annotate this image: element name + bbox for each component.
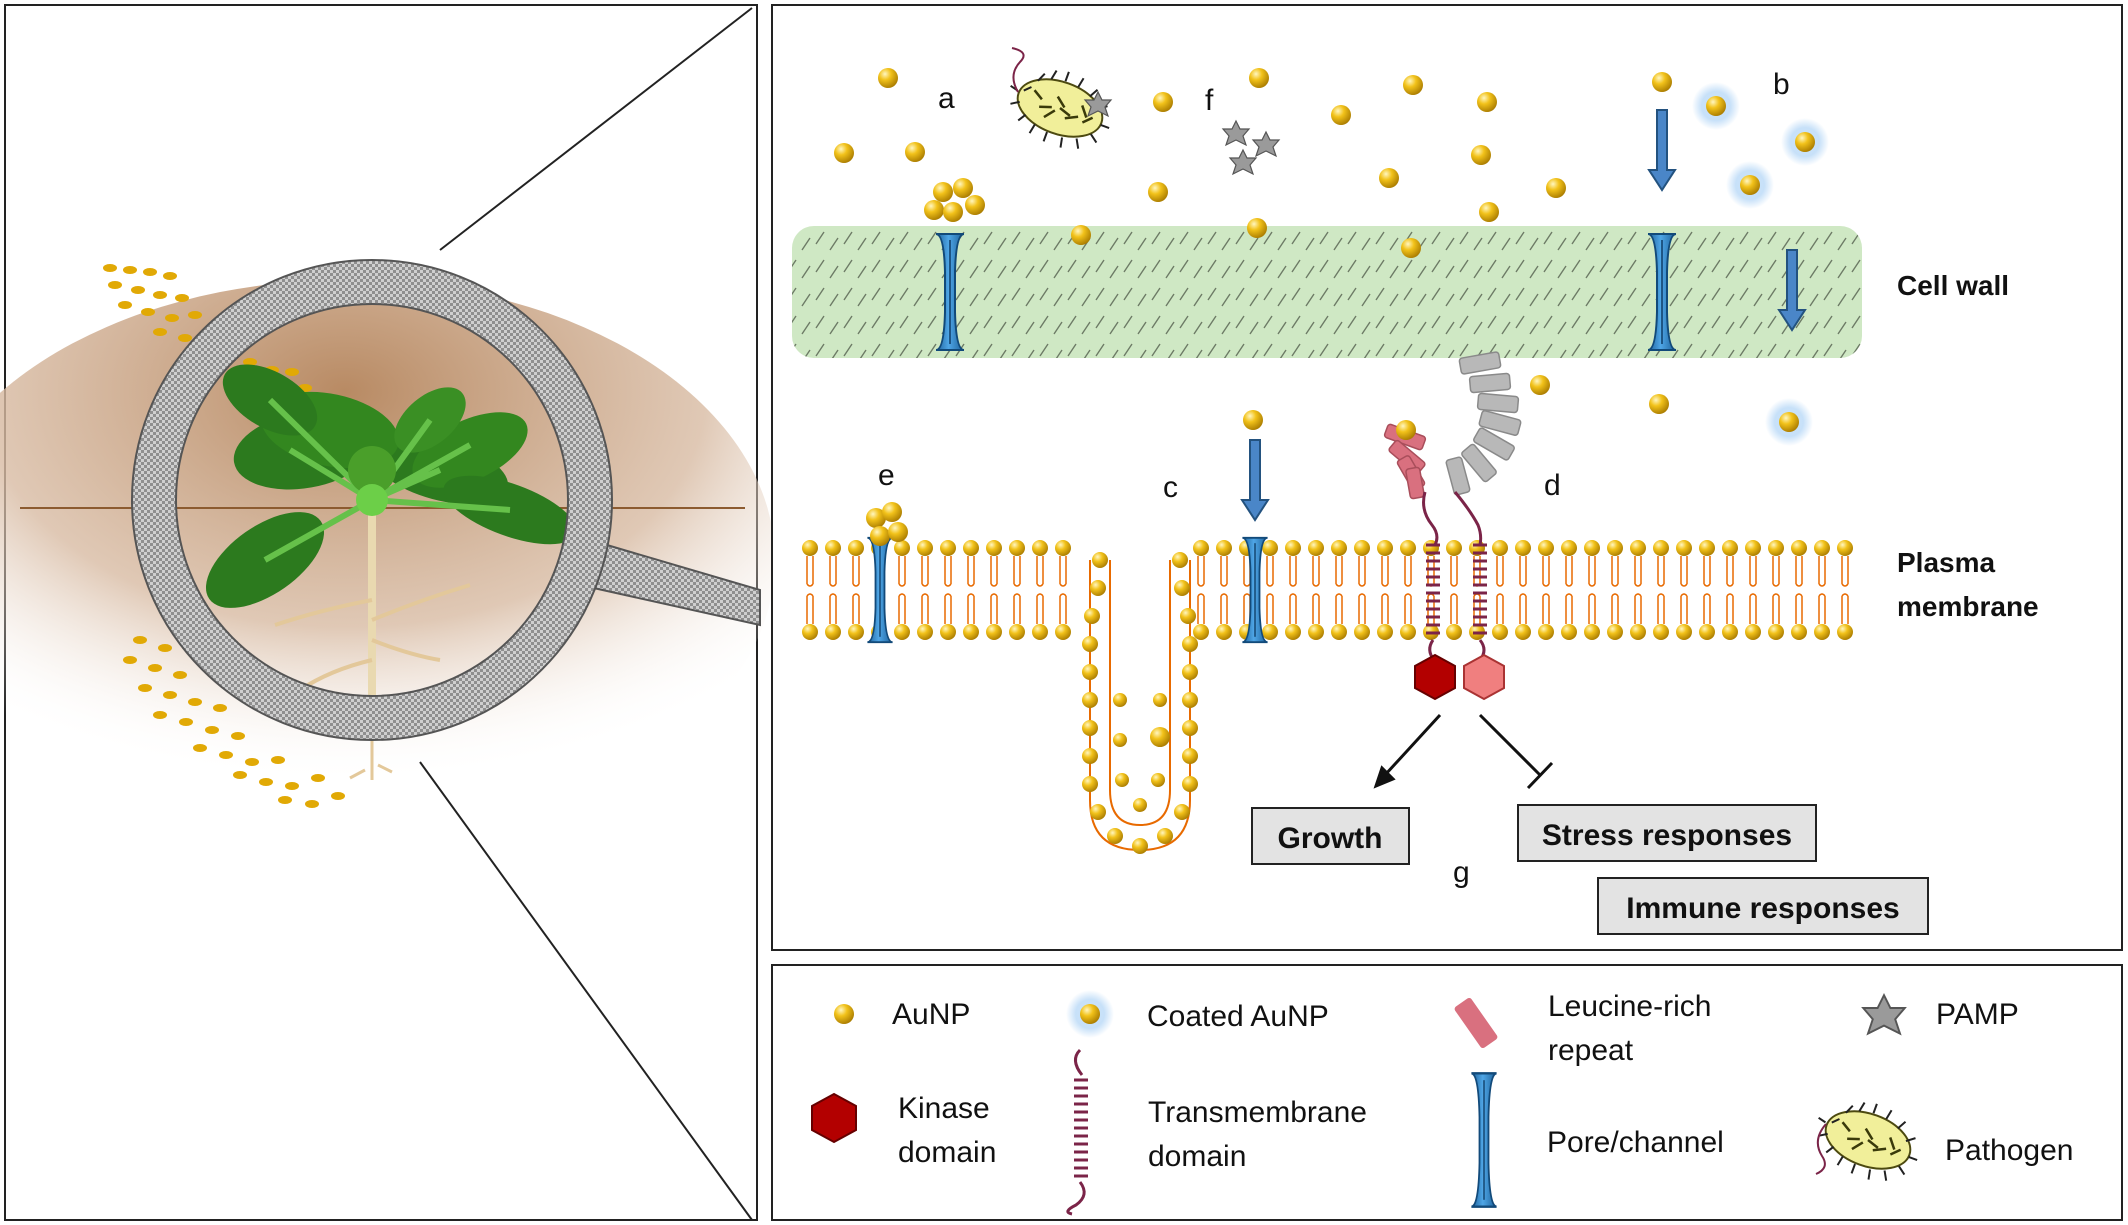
uptake-arrows (1240, 109, 1807, 522)
plasma-membrane-label-2: membrane (1897, 591, 2039, 622)
legend-lrr-icon (1454, 997, 1498, 1049)
receptor-complex (1383, 351, 1522, 701)
immune-label: Immune responses (1626, 892, 1899, 925)
immune-box: Immune responses (1597, 877, 1929, 935)
label-c: c (1163, 471, 1178, 504)
legend-tm-2: domain (1148, 1140, 1246, 1173)
endocytic-vesicle (1082, 552, 1198, 854)
label-a: a (938, 82, 955, 115)
growth-box: Growth (1251, 807, 1410, 865)
label-d: d (1544, 469, 1561, 502)
arabidopsis-plant (205, 364, 577, 780)
stress-box: Stress responses (1517, 804, 1817, 862)
cell-wall-band (792, 226, 1862, 358)
label-e: e (878, 459, 895, 492)
legend-lrr-1: Leucine-rich (1548, 990, 1711, 1023)
signal-arrows (1373, 713, 1554, 790)
magnifier-ring (131, 259, 613, 741)
stress-label: Stress responses (1542, 819, 1792, 852)
label-f: f (1205, 84, 1214, 117)
pathogen-bacterium (995, 47, 1124, 163)
zoom-line-bottom (419, 761, 753, 1221)
plant-panel (0, 4, 775, 1221)
plasma-membrane-label-1: Plasma (1897, 547, 1995, 578)
legend-transmembrane-icon (1066, 1048, 1088, 1216)
legend-coated-aunp: Coated AuNP (1147, 1000, 1329, 1033)
growth-label: Growth (1278, 822, 1383, 855)
zoom-line-top (439, 7, 753, 251)
kinase-dark (1414, 653, 1456, 701)
cell-wall-label: Cell wall (1897, 270, 2009, 301)
nanoparticle-cloud-bottom (123, 636, 345, 808)
kinase-light (1463, 653, 1505, 701)
legend-kinase-2: domain (898, 1136, 996, 1169)
legend-pathogen: Pathogen (1945, 1134, 2073, 1167)
legend-aunp: AuNP (892, 998, 970, 1031)
lrr-pink (1383, 423, 1427, 500)
label-g: g (1453, 856, 1470, 889)
legend-tm-1: Transmembrane (1148, 1096, 1367, 1129)
lrr-grey (1445, 351, 1522, 496)
legend: AuNP Coated AuNP Leucine-rich repeat PAM… (771, 964, 2123, 1221)
mechanism-panel: a f b e c d g Cell wall Plasma membrane … (771, 4, 2123, 951)
legend-pore: Pore/channel (1547, 1126, 1724, 1159)
legend-lrr-2: repeat (1548, 1034, 1634, 1067)
legend-kinase-1: Kinase (898, 1092, 990, 1125)
label-b: b (1773, 68, 1790, 101)
legend-pamp: PAMP (1936, 998, 2019, 1031)
legend-kinase-icon (811, 1092, 857, 1144)
